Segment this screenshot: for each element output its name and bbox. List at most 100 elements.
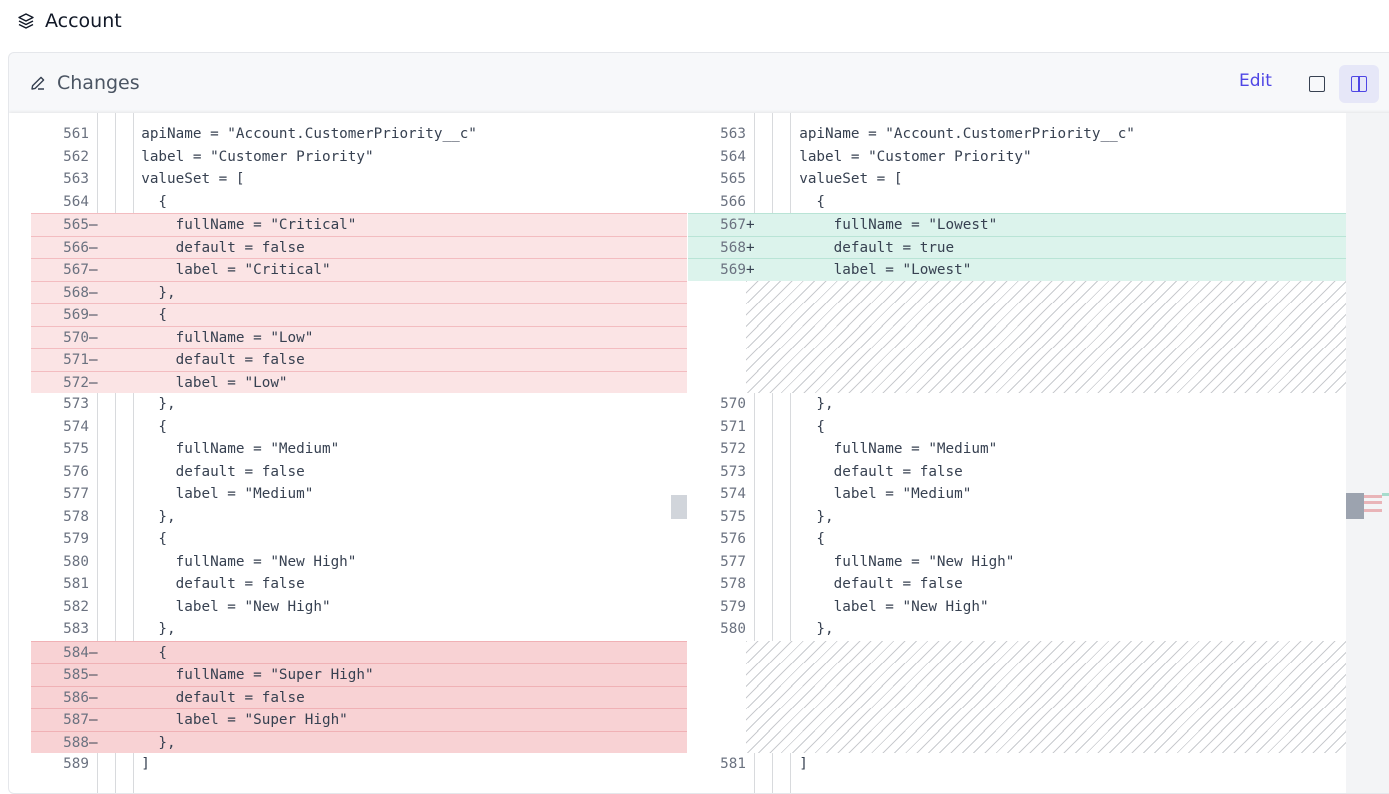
changes-header: Changes Edit bbox=[9, 53, 1389, 113]
line-number: 572 bbox=[63, 374, 89, 391]
removed-marker: – bbox=[89, 262, 98, 278]
line-number: 562 bbox=[63, 148, 89, 165]
line-number: 571 bbox=[63, 352, 89, 368]
line-number: 586 bbox=[63, 689, 89, 706]
code-text: }, bbox=[124, 621, 176, 637]
diff-line: 568+ default = true bbox=[688, 235, 1346, 258]
line-number: 573 bbox=[720, 463, 746, 480]
pencil-icon bbox=[29, 74, 47, 92]
diff-line: 588– }, bbox=[31, 730, 687, 753]
code-text: fullName = "Low" bbox=[124, 329, 314, 346]
line-number: 574 bbox=[720, 486, 746, 502]
line-number: 583 bbox=[63, 621, 89, 637]
line-number: 567 bbox=[63, 262, 89, 278]
removed-marker: – bbox=[89, 689, 98, 706]
code-text: }, bbox=[782, 508, 834, 525]
code-text: fullName = "Super High" bbox=[124, 667, 374, 683]
code-text: label = "Medium" bbox=[124, 486, 314, 502]
diff-line: 575 fullName = "Medium" bbox=[31, 438, 687, 461]
code-text: default = false bbox=[124, 352, 305, 368]
diff-line: 581 default = false bbox=[31, 573, 687, 596]
diff-line: 578 default = false bbox=[688, 573, 1346, 596]
diff-pane-original[interactable]: 561 apiName = "Account.CustomerPriority_… bbox=[31, 113, 687, 793]
code-text: apiName = "Account.CustomerPriority__c" bbox=[124, 126, 477, 142]
diff-line: 566 { bbox=[688, 191, 1346, 214]
line-number: 575 bbox=[63, 441, 89, 457]
left-scrollbar-thumb[interactable] bbox=[671, 495, 687, 519]
added-marker: + bbox=[746, 217, 755, 233]
changes-panel: Changes Edit 561 apiName = "Account.Cust… bbox=[8, 52, 1389, 794]
line-number: 581 bbox=[63, 576, 89, 592]
app-header: Account bbox=[0, 0, 1389, 42]
page-title: Account bbox=[45, 10, 122, 32]
diff-line: 564 label = "Customer Priority" bbox=[688, 146, 1346, 169]
code-text: label = "New High" bbox=[124, 598, 331, 615]
single-pane-view-button[interactable] bbox=[1297, 65, 1337, 103]
code-text: label = "Lowest" bbox=[782, 262, 972, 278]
diff-line: 569+ label = "Lowest" bbox=[688, 258, 1346, 281]
code-text: fullName = "Critical" bbox=[124, 217, 357, 233]
code-text: fullName = "New High" bbox=[782, 553, 1015, 570]
line-number: 581 bbox=[720, 756, 746, 772]
removed-marker: – bbox=[89, 352, 98, 368]
split-pane-view-button[interactable] bbox=[1339, 65, 1379, 103]
code-text: label = "Customer Priority" bbox=[782, 148, 1032, 165]
code-text: }, bbox=[782, 396, 834, 412]
line-number: 585 bbox=[63, 667, 89, 683]
diff-line: 573 default = false bbox=[688, 461, 1346, 484]
diff-line: 573 }, bbox=[31, 393, 687, 416]
indent-guide bbox=[133, 113, 134, 793]
diff-line: 579 { bbox=[31, 528, 687, 551]
diff-line: 576 { bbox=[688, 528, 1346, 551]
code-text: apiName = "Account.CustomerPriority__c" bbox=[782, 126, 1135, 142]
diff-line: 574 { bbox=[31, 416, 687, 439]
indent-guide bbox=[97, 113, 98, 793]
single-pane-icon bbox=[1309, 76, 1325, 92]
line-number: 569 bbox=[63, 307, 89, 323]
line-number: 563 bbox=[720, 126, 746, 142]
diff-line: 576 default = false bbox=[31, 461, 687, 484]
code-text: { bbox=[124, 418, 168, 435]
diff-line: 589 ] bbox=[31, 753, 687, 776]
line-number: 565 bbox=[720, 171, 746, 187]
removed-marker: – bbox=[89, 329, 98, 346]
line-number: 573 bbox=[63, 396, 89, 412]
code-text: label = "Low" bbox=[124, 374, 288, 391]
line-number: 572 bbox=[720, 441, 746, 457]
code-text: { bbox=[782, 531, 826, 547]
diff-viewer[interactable]: 561 apiName = "Account.CustomerPriority_… bbox=[9, 113, 1389, 793]
diff-minimap[interactable] bbox=[1346, 113, 1389, 793]
diff-placeholder-gap bbox=[746, 663, 1346, 686]
diff-line: 561 apiName = "Account.CustomerPriority_… bbox=[31, 123, 687, 146]
line-number: 564 bbox=[720, 148, 746, 165]
code-text: valueSet = [ bbox=[124, 171, 245, 187]
code-text: default = false bbox=[124, 463, 305, 480]
indent-guide bbox=[790, 113, 791, 793]
code-text: { bbox=[782, 193, 826, 210]
line-number: 587 bbox=[63, 712, 89, 728]
diff-line: 586– default = false bbox=[31, 685, 687, 708]
diff-placeholder-gap bbox=[746, 348, 1346, 371]
diff-placeholder-gap bbox=[746, 325, 1346, 348]
diff-line: 572– label = "Low" bbox=[31, 370, 687, 393]
diff-pane-modified[interactable]: 563 apiName = "Account.CustomerPriority_… bbox=[688, 113, 1346, 793]
diff-line: 587– label = "Super High" bbox=[31, 708, 687, 731]
diff-line: 571 { bbox=[688, 416, 1346, 439]
code-text: { bbox=[124, 644, 168, 661]
edit-button[interactable]: Edit bbox=[1239, 71, 1272, 91]
diff-line: 563 apiName = "Account.CustomerPriority_… bbox=[688, 123, 1346, 146]
indent-guide bbox=[772, 113, 773, 793]
diff-line: 580 fullName = "New High" bbox=[31, 551, 687, 574]
line-number: 575 bbox=[720, 508, 746, 525]
code-text: }, bbox=[782, 621, 834, 637]
removed-marker: – bbox=[89, 644, 98, 661]
code-text: default = false bbox=[782, 463, 963, 480]
code-text: default = false bbox=[124, 689, 305, 706]
line-number: 577 bbox=[63, 486, 89, 502]
line-number: 582 bbox=[63, 598, 89, 615]
removed-marker: – bbox=[89, 734, 98, 751]
line-number: 567 bbox=[720, 217, 746, 233]
code-text: default = false bbox=[124, 239, 305, 256]
code-text: }, bbox=[124, 734, 176, 751]
diff-line: 568– }, bbox=[31, 280, 687, 303]
